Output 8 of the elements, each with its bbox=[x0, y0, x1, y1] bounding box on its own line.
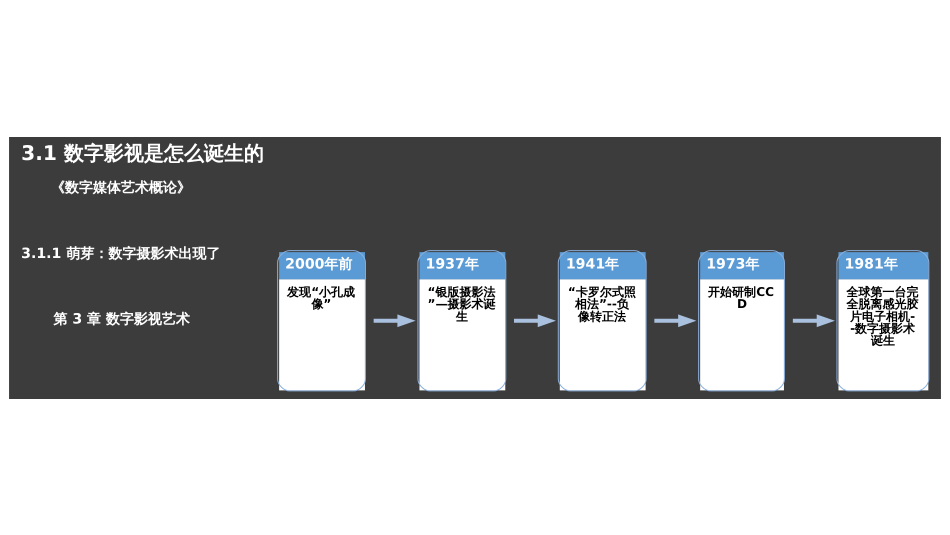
arrow bbox=[792, 314, 835, 327]
label: 3.1.1 萌芽：数字摄影术出现了 bbox=[21, 245, 220, 262]
arrow bbox=[654, 314, 696, 327]
arrow bbox=[374, 314, 416, 327]
arrow bbox=[514, 314, 556, 327]
diagram-title: 3.1 数字影视是怎么诞生的 bbox=[21, 140, 264, 165]
label: 《数字媒体艺术概论》 bbox=[50, 180, 191, 196]
label: 第 3 章 数字影视艺术 bbox=[53, 310, 190, 327]
